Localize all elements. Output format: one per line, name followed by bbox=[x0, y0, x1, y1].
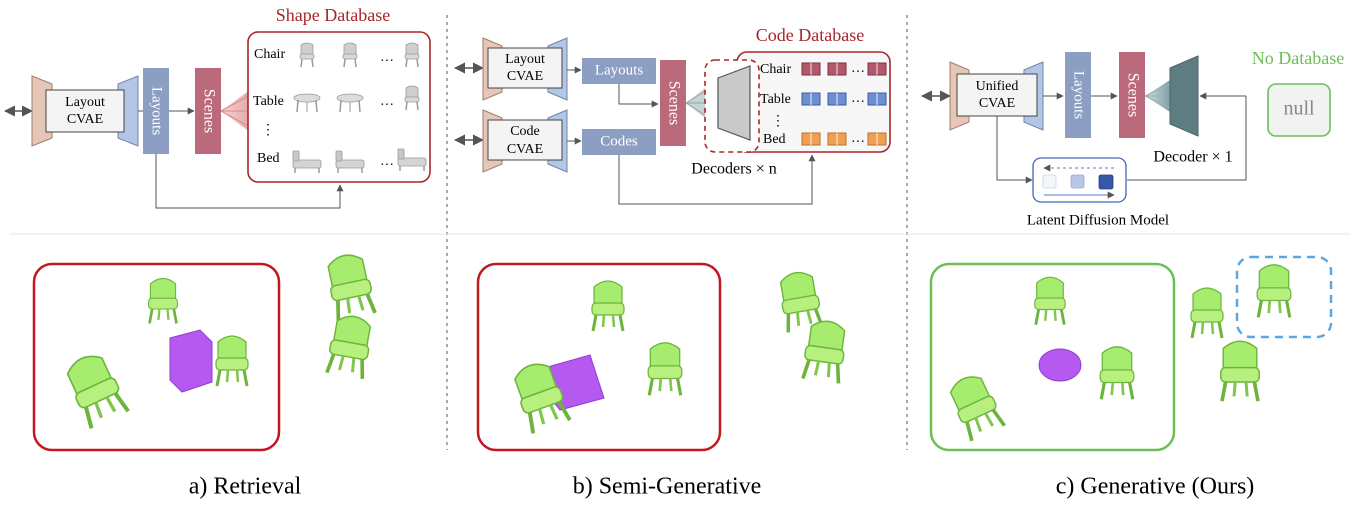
null-box bbox=[1267, 83, 1331, 137]
latent-diffusion-label: Latent Diffusion Model bbox=[1027, 212, 1169, 228]
row-label-bed: Bed bbox=[763, 132, 786, 147]
layouts-label: Layouts bbox=[595, 62, 643, 78]
code-bed-2 bbox=[827, 132, 847, 146]
code-cvae-label-1: Code bbox=[510, 124, 540, 139]
unified-cvae-label-2: CVAE bbox=[979, 96, 1015, 111]
row-vdots: ⋮ bbox=[261, 123, 275, 138]
row-ellipsis-chair: … bbox=[851, 61, 865, 76]
row-label-table: Table bbox=[253, 94, 284, 109]
layouts-to-db-arrow bbox=[155, 154, 344, 209]
code-cvae-box bbox=[487, 119, 563, 161]
code-chair-1 bbox=[801, 62, 821, 76]
panel-b-result bbox=[476, 262, 850, 452]
caption-a: a) Retrieval bbox=[189, 474, 302, 500]
layout-cvae-label-2: CVAE bbox=[67, 112, 103, 127]
codes-label: Codes bbox=[600, 133, 638, 149]
codes-block bbox=[582, 129, 656, 155]
caption-b: b) Semi-Generative bbox=[573, 474, 762, 500]
row-label-bed: Bed bbox=[257, 151, 280, 166]
null-label: null bbox=[1283, 98, 1315, 120]
single-decoder bbox=[1169, 55, 1199, 137]
row-ellipsis-chair: … bbox=[380, 50, 394, 65]
table-3d bbox=[169, 329, 213, 393]
scenes-block bbox=[195, 68, 221, 154]
scenes-block bbox=[660, 60, 686, 146]
caption-c: c) Generative (Ours) bbox=[1056, 474, 1255, 500]
no-database-title: No Database bbox=[1252, 48, 1344, 68]
db-table-1 bbox=[293, 93, 321, 113]
layout-cvae-label-1: Layout bbox=[505, 52, 545, 67]
layout-cvae-label-2: CVAE bbox=[507, 69, 543, 84]
code-database-title: Code Database bbox=[756, 25, 864, 45]
highlight-dashed-box bbox=[1235, 255, 1333, 339]
row-ellipsis-bed: … bbox=[380, 154, 394, 169]
chair-3d bbox=[1255, 263, 1293, 319]
decoder-trapezoid bbox=[717, 65, 751, 141]
scenes-label: Scenes bbox=[665, 81, 682, 125]
layouts-block bbox=[582, 58, 656, 84]
code-table-2 bbox=[827, 92, 847, 106]
scenes-block bbox=[1119, 52, 1145, 138]
shape-database-title: Shape Database bbox=[276, 5, 390, 25]
row-label-chair: Chair bbox=[254, 47, 285, 62]
code-chair-2 bbox=[827, 62, 847, 76]
panel-a-result bbox=[32, 249, 379, 452]
row-vdots: ⋮ bbox=[771, 114, 785, 129]
chair-3d bbox=[323, 311, 376, 381]
scenes-label: Scenes bbox=[1124, 73, 1141, 117]
row-label-table: Table bbox=[760, 92, 791, 107]
panel-c-result bbox=[929, 255, 1333, 452]
chair-3d bbox=[1219, 339, 1261, 404]
unified-cvae-box bbox=[956, 73, 1038, 117]
chair-3d bbox=[799, 317, 850, 386]
code-bed-1 bbox=[801, 132, 821, 146]
layout-cvae-box bbox=[487, 47, 563, 89]
chair-3d bbox=[1189, 286, 1225, 340]
row-ellipsis-table: … bbox=[380, 94, 394, 109]
layout-cvae-label-1: Layout bbox=[65, 95, 105, 110]
code-table-1 bbox=[801, 92, 821, 106]
code-bed-3 bbox=[867, 132, 887, 146]
table-3d bbox=[1038, 348, 1082, 382]
unified-cvae-label-1: Unified bbox=[976, 79, 1019, 94]
panel-a-pipeline: Layout CVAE Layouts Scenes Shape Databas… bbox=[3, 5, 431, 209]
layout-cvae-box bbox=[45, 89, 125, 133]
panel-c-pipeline: Unified CVAE Layouts Scenes No Database … bbox=[920, 48, 1344, 228]
decoders-label: Decoders × n bbox=[691, 161, 776, 178]
code-table-3 bbox=[867, 92, 887, 106]
row-ellipsis-table: … bbox=[851, 91, 865, 106]
db-table-2 bbox=[336, 93, 364, 113]
code-cvae-label-2: CVAE bbox=[507, 142, 543, 157]
decoder-label: Decoder × 1 bbox=[1153, 149, 1232, 166]
panel-b-pipeline: Layout CVAE Layouts Code CVAE Codes Scen… bbox=[453, 25, 891, 205]
row-ellipsis-bed: … bbox=[851, 131, 865, 146]
layouts-block bbox=[143, 68, 169, 154]
scenes-label: Scenes bbox=[200, 89, 217, 133]
codes-to-db-arrow bbox=[618, 154, 816, 205]
shape-database-box bbox=[247, 31, 431, 183]
layouts-label: Layouts bbox=[1071, 71, 1087, 119]
row-label-chair: Chair bbox=[760, 62, 791, 77]
layouts-block bbox=[1065, 52, 1091, 138]
layouts-label: Layouts bbox=[149, 87, 165, 135]
code-chair-3 bbox=[867, 62, 887, 76]
chair-3d bbox=[322, 249, 379, 323]
